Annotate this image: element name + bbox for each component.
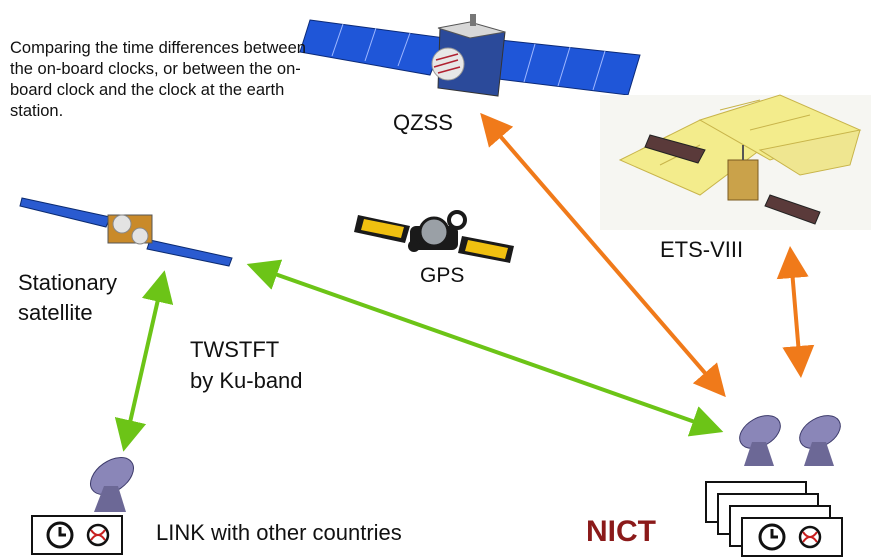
twstft-label: TWSTFT by Ku-band (190, 334, 303, 396)
ets-viii-satellite-icon (600, 94, 871, 230)
qzss-label: QZSS (393, 110, 453, 135)
clock-icon (758, 523, 786, 551)
arrow-ets-nict (776, 246, 815, 378)
twstft-line1: TWSTFT (190, 337, 280, 362)
clock-icon (46, 521, 74, 549)
nict-label: NICT (586, 515, 656, 548)
link-clock-box (31, 515, 123, 555)
arrow-stationary-nict (246, 259, 724, 437)
nict-dish-antenna-icon (739, 415, 841, 466)
stationary-satellite-icon (19, 197, 233, 267)
cesium-atom-icon (86, 523, 110, 547)
nict-clock-stack (705, 481, 843, 557)
gps-satellite-icon (354, 210, 514, 263)
arrow-stationary-link (114, 270, 174, 452)
link-dish-antenna-icon (90, 457, 134, 512)
gps-label: GPS (420, 264, 465, 287)
twstft-line2: by Ku-band (190, 368, 303, 393)
link-label: LINK with other countries (156, 520, 402, 545)
description-text: Comparing the time differences between t… (10, 39, 306, 120)
ets-viii-label: ETS-VIII (660, 237, 744, 262)
cesium-atom-icon (798, 525, 822, 549)
qzss-satellite-icon (299, 14, 641, 97)
stationary-satellite-label: Stationary satellite (18, 270, 118, 325)
